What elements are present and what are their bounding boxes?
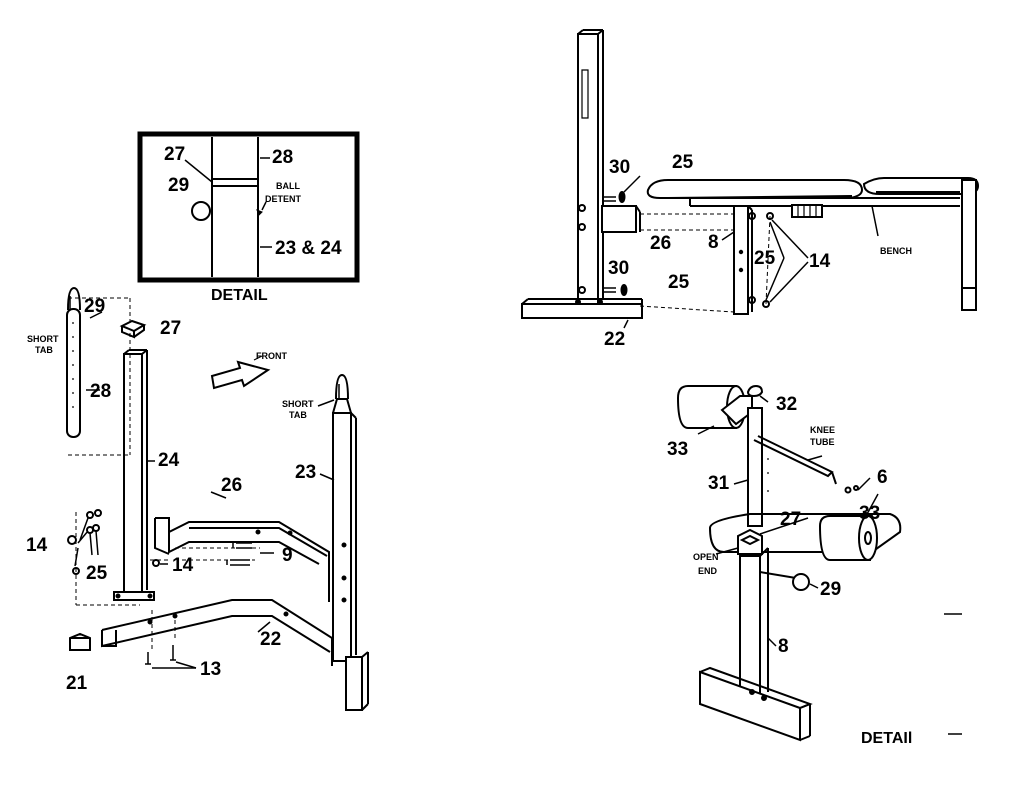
label-14-bench: 14 xyxy=(809,251,831,272)
label-tab-left: TAB xyxy=(35,345,53,355)
label-14-left: 14 xyxy=(26,535,48,556)
label-22-bench: 22 xyxy=(604,329,626,350)
label-tab-right: TAB xyxy=(289,410,307,420)
label-23-24-detail: 23 & 24 xyxy=(275,238,342,259)
label-13: 13 xyxy=(200,659,222,680)
label-27-detail: 27 xyxy=(164,144,186,165)
label-27-frame: 27 xyxy=(160,318,182,339)
detail-box xyxy=(140,134,357,280)
label-9: 9 xyxy=(282,545,293,566)
bench-pad xyxy=(648,180,862,198)
label-27-leg: 27 xyxy=(780,509,802,530)
label-23: 23 xyxy=(295,462,317,483)
part-26 xyxy=(155,518,329,602)
label-tube: TUBE xyxy=(810,437,835,447)
label-29-frame: 29 xyxy=(84,296,106,317)
bench-base-22 xyxy=(522,304,642,318)
label-24: 24 xyxy=(158,450,180,471)
label-knee: KNEE xyxy=(810,425,836,435)
ball-29 xyxy=(192,202,210,220)
bench-assembly xyxy=(522,30,978,328)
label-30-bot: 30 xyxy=(608,258,630,279)
label-25-left: 25 xyxy=(86,563,108,584)
part-24 xyxy=(124,354,142,594)
detail-caption-leg: DETAIl xyxy=(861,730,913,747)
label-33-right: 33 xyxy=(859,503,881,524)
label-29-leg: 29 xyxy=(820,579,842,600)
label-25-top: 25 xyxy=(672,152,694,173)
label-8-bench: 8 xyxy=(708,232,719,253)
part-23 xyxy=(333,413,351,661)
ball-29-detail xyxy=(793,574,809,590)
label-21: 21 xyxy=(66,673,88,694)
label-31: 31 xyxy=(708,473,730,494)
part-27-cap xyxy=(122,321,144,331)
label-25-mid: 25 xyxy=(754,248,776,269)
label-26-bench: 26 xyxy=(650,233,672,254)
label-short-left: SHORT xyxy=(27,334,59,344)
label-33-left: 33 xyxy=(667,439,689,460)
label-front: FRONT xyxy=(256,351,287,361)
part-8 xyxy=(740,556,760,696)
knee-tube xyxy=(754,436,832,476)
label-28-frame: 28 xyxy=(90,381,112,402)
label-25-bot: 25 xyxy=(668,272,690,293)
label-6: 6 xyxy=(877,467,888,488)
label-26-frame: 26 xyxy=(221,475,243,496)
part-28 xyxy=(67,309,80,437)
detail-caption: DETAIL xyxy=(211,287,268,304)
label-end: END xyxy=(698,566,718,576)
bench-leg-8 xyxy=(734,206,748,314)
label-8-leg: 8 xyxy=(778,636,789,657)
label-29-detail: 29 xyxy=(168,175,190,196)
label-bench: BENCH xyxy=(880,246,913,256)
weight-frame xyxy=(67,288,368,710)
front-arrow xyxy=(212,362,268,388)
label-22-frame: 22 xyxy=(260,629,282,650)
label-32: 32 xyxy=(776,394,798,415)
label-open: OPEN xyxy=(693,552,719,562)
label-detent: DETENT xyxy=(265,194,301,204)
label-short-right: SHORT xyxy=(282,399,314,409)
label-ball: BALL xyxy=(276,181,300,191)
label-28-detail: 28 xyxy=(272,147,294,168)
part-31 xyxy=(748,408,762,526)
leg-lift-detail xyxy=(678,386,962,740)
label-30-top: 30 xyxy=(609,157,631,178)
label-14-mid: 14 xyxy=(172,555,194,576)
part-21-cap xyxy=(70,634,90,650)
